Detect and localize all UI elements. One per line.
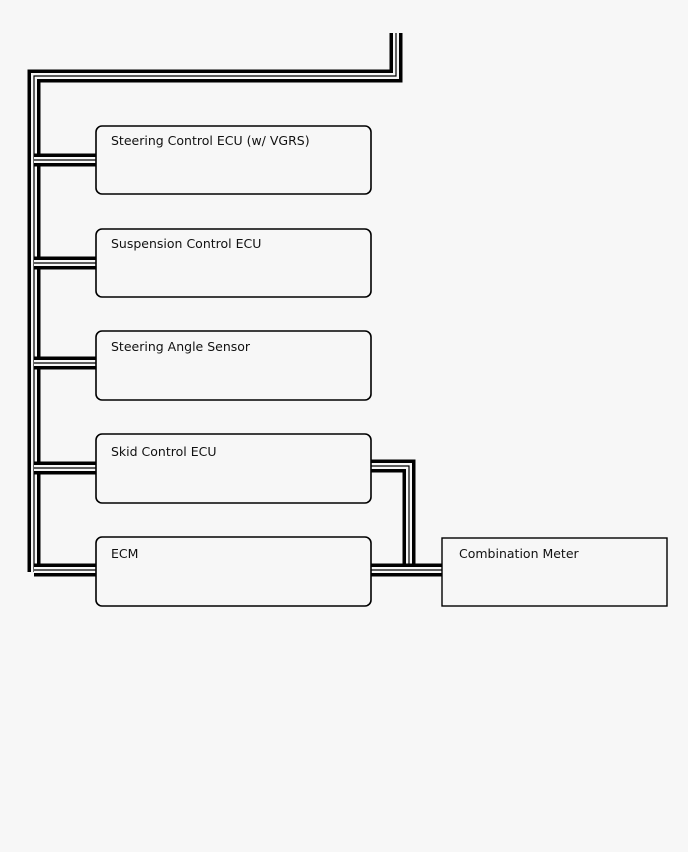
node-label-skid-control-ecu: Skid Control ECU	[111, 444, 217, 459]
node-label-ecm: ECM	[111, 546, 138, 561]
node-suspension-control-ecu: Suspension Control ECU	[95, 228, 372, 298]
node-box	[95, 125, 372, 195]
main-bus-line-core	[33, 33, 397, 572]
node-ecm: ECM	[95, 536, 372, 607]
node-steering-angle-sensor: Steering Angle Sensor	[95, 330, 372, 401]
node-box	[441, 537, 668, 607]
bus-harness	[27, 33, 442, 577]
node-box	[95, 536, 372, 607]
node-label-suspension-control-ecu: Suspension Control ECU	[111, 236, 261, 251]
link-skid-to-meter	[371, 459, 442, 577]
node-label-steering-control-ecu: Steering Control ECU (w/ VGRS)	[111, 133, 310, 148]
node-skid-control-ecu: Skid Control ECU	[95, 433, 372, 504]
node-steering-control-ecu: Steering Control ECU (w/ VGRS)	[95, 125, 372, 195]
node-label-combination-meter: Combination Meter	[459, 546, 580, 561]
node-label-steering-angle-sensor: Steering Angle Sensor	[111, 339, 251, 354]
node-combination-meter: Combination Meter	[441, 537, 668, 607]
node-box	[95, 330, 372, 401]
node-box	[95, 433, 372, 504]
node-box	[95, 228, 372, 298]
